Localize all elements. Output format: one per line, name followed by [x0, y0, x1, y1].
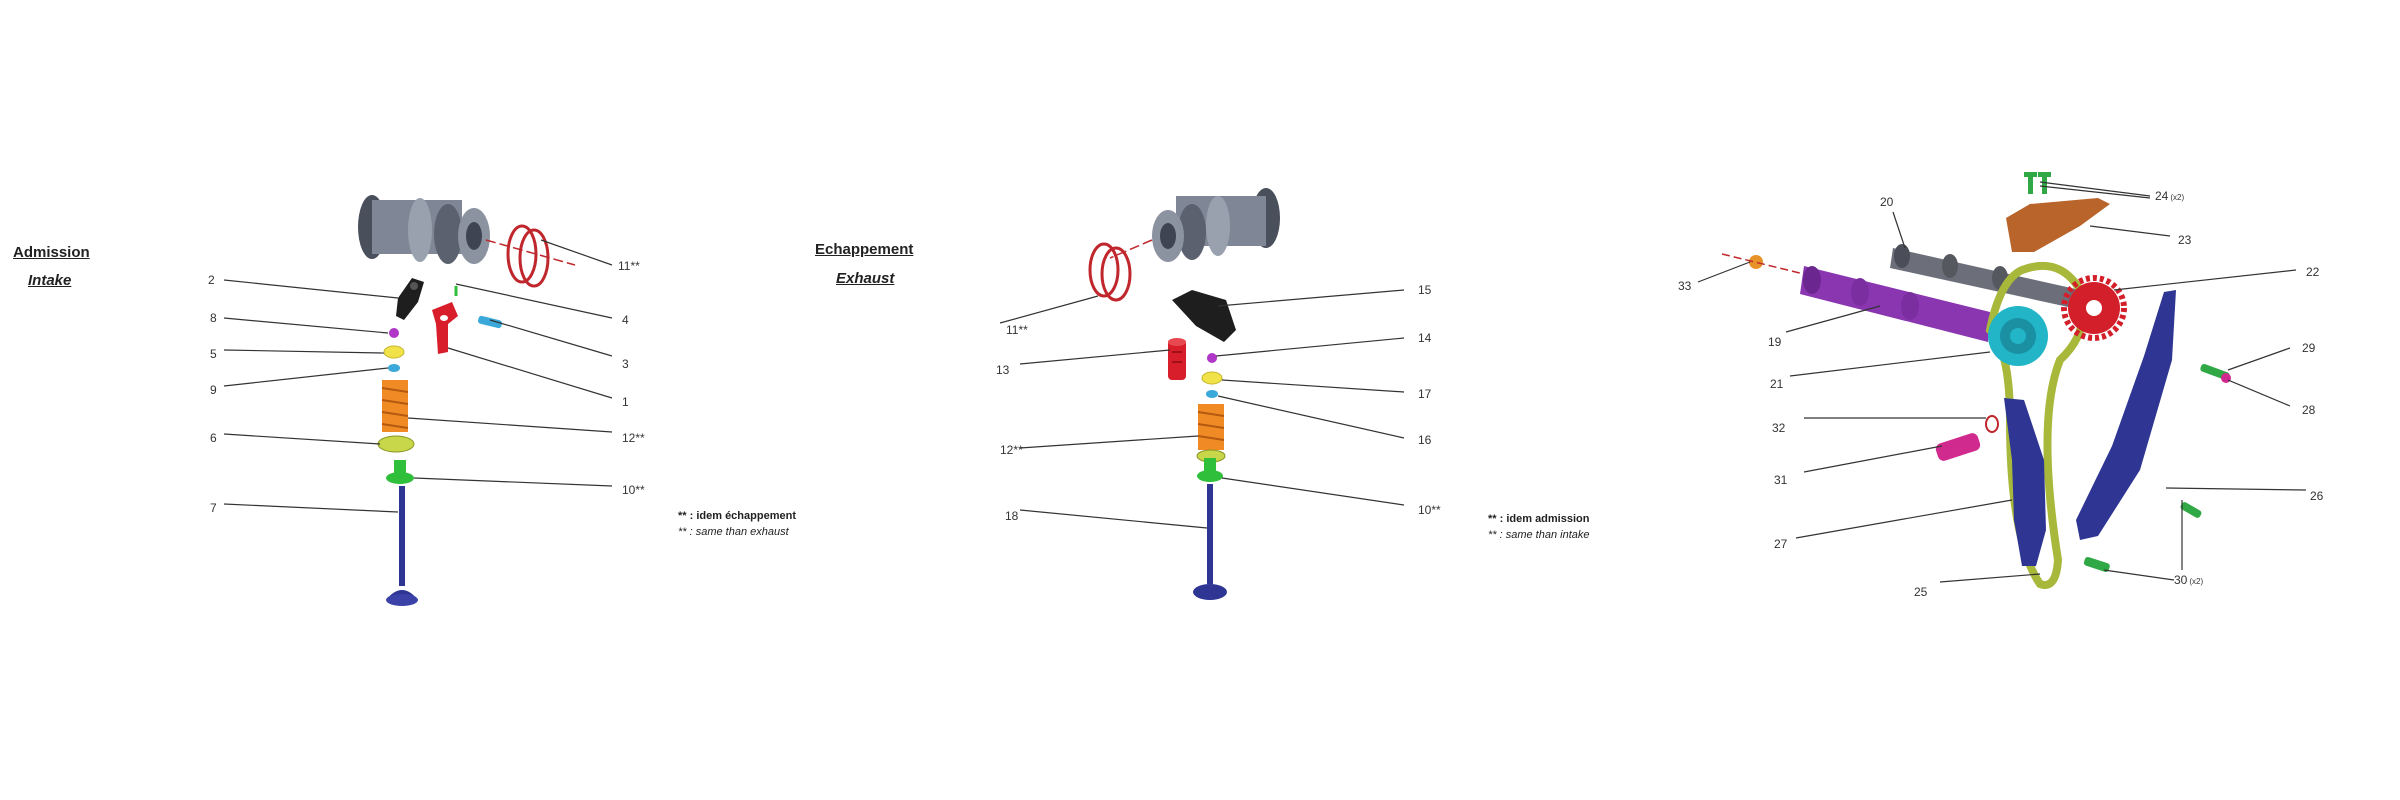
exhaust-valve-spring: [1197, 404, 1225, 450]
timing-label-32: 32: [1772, 421, 1786, 435]
intake-label-6: 6: [210, 431, 217, 445]
exhaust-label-18: 18: [1005, 509, 1019, 523]
timing-cam-phaser: [1988, 306, 2048, 366]
timing-exhaust-sprocket: [2061, 275, 2127, 341]
timing-tensioner-guide: [2004, 398, 2046, 566]
intake-title-fr: Admission: [13, 244, 90, 261]
exhaust-hydraulic-tappet: [1168, 338, 1186, 380]
exhaust-label-16: 16: [1418, 433, 1432, 447]
intake-label-3: 3: [622, 357, 629, 371]
exhaust-valve: [1193, 484, 1227, 600]
intake-label-11: 11**: [618, 259, 640, 273]
timing-assembly: [1721, 172, 2231, 589]
exhaust-spring-cap: [1201, 371, 1223, 385]
intake-title-en: Intake: [28, 272, 72, 289]
intake-label-5: 5: [210, 347, 217, 361]
intake-valve-spring: [381, 380, 409, 432]
exhaust-seal-rings: [1088, 242, 1132, 302]
intake-label-1: 1: [622, 395, 629, 409]
exhaust-stem-seal: [1206, 390, 1218, 398]
timing-leader-lines: [1697, 181, 2307, 583]
exhaust-labels: 15 11** 14 13 17 16 12** 10** 18: [996, 283, 1441, 523]
intake-spring-seat: [377, 435, 415, 453]
exhaust-leader-lines: [999, 289, 1405, 529]
intake-label-10: 10**: [622, 483, 645, 497]
intake-note-en: ** : same than exhaust: [678, 526, 789, 538]
intake-note: ** : idem échappement ** : same than exh…: [678, 508, 796, 540]
intake-pin: [478, 315, 502, 329]
timing-guide-bolt: [2200, 363, 2231, 383]
intake-label-9: 9: [210, 383, 217, 397]
exhaust-label-17: 17: [1418, 387, 1432, 401]
exhaust-note-en: ** : same than intake: [1488, 529, 1590, 541]
timing-label-27: 27: [1774, 537, 1788, 551]
timing-cover-bolts: [2024, 172, 2051, 194]
exhaust-title-en: Exhaust: [836, 270, 895, 287]
timing-label-22: 22: [2306, 265, 2320, 279]
intake-label-8: 8: [210, 311, 217, 325]
exhaust-camshaft: [1109, 188, 1280, 262]
intake-valve-guide: [386, 460, 414, 484]
timing-plug: [1721, 253, 1813, 277]
timing-guide-pivot-bolts: [2083, 502, 2202, 572]
intake-note-fr: ** : idem échappement: [678, 510, 796, 522]
timing-label-31: 31: [1774, 473, 1788, 487]
exhaust-title-fr: Echappement: [815, 241, 914, 258]
intake-valve-keeper: [389, 328, 399, 338]
timing-label-23: 23: [2178, 233, 2192, 247]
exhaust-rocker-arm: [1172, 290, 1236, 342]
timing-label-19: 19: [1768, 335, 1782, 349]
intake-label-2: 2: [208, 273, 215, 287]
exhaust-valve-guide: [1197, 458, 1223, 482]
timing-labels: 24(x2) 20 23 22 33 19 29 21 28 32 31 26 …: [1678, 189, 2324, 599]
intake-hydraulic-tappet: [432, 286, 458, 354]
exhaust-assembly: [1088, 188, 1280, 600]
timing-label-29: 29: [2302, 341, 2316, 355]
exhaust-label-12: 12**: [1000, 443, 1023, 457]
exhaust-label-14: 14: [1418, 331, 1432, 345]
timing-label-20: 20: [1880, 195, 1894, 209]
exhaust-valve-keeper: [1207, 353, 1217, 363]
intake-label-4: 4: [622, 313, 629, 327]
intake-spring-cap: [383, 345, 405, 359]
intake-label-7: 7: [210, 501, 217, 515]
intake-assembly: [358, 195, 576, 606]
exhaust-label-10: 10**: [1418, 503, 1441, 517]
timing-fixed-guide: [2076, 290, 2176, 540]
exhaust-note: ** : idem admission ** : same than intak…: [1488, 511, 1590, 543]
exhaust-label-13: 13: [996, 363, 1010, 377]
intake-stem-seal: [388, 364, 400, 372]
intake-leader-lines: [223, 239, 613, 513]
timing-label-25: 25: [1914, 585, 1928, 599]
intake-rocker-arm: [396, 278, 424, 320]
timing-label-28: 28: [2302, 403, 2316, 417]
intake-seal-rings: [506, 224, 550, 288]
intake-label-12: 12**: [622, 431, 645, 445]
timing-label-26: 26: [2310, 489, 2324, 503]
timing-label-30: 30(x2): [2174, 573, 2203, 587]
timing-chain-tensioner: [1935, 433, 1981, 461]
intake-camshaft: [358, 195, 576, 266]
timing-label-33: 33: [1678, 279, 1692, 293]
timing-intake-camshaft: [1800, 266, 1990, 342]
intake-labels: 11** 2 4 8 5 3 9 1 12** 6 10** 7: [208, 259, 645, 515]
timing-label-24: 24(x2): [2155, 189, 2184, 203]
exhaust-label-15: 15: [1418, 283, 1432, 297]
timing-label-21: 21: [1770, 377, 1784, 391]
timing-tensioner-seal: [1985, 415, 1999, 433]
intake-valve: [386, 486, 418, 606]
exhaust-note-fr: ** : idem admission: [1488, 513, 1590, 525]
exhaust-label-11: 11**: [1006, 323, 1028, 337]
timing-upper-guide: [2006, 198, 2110, 252]
